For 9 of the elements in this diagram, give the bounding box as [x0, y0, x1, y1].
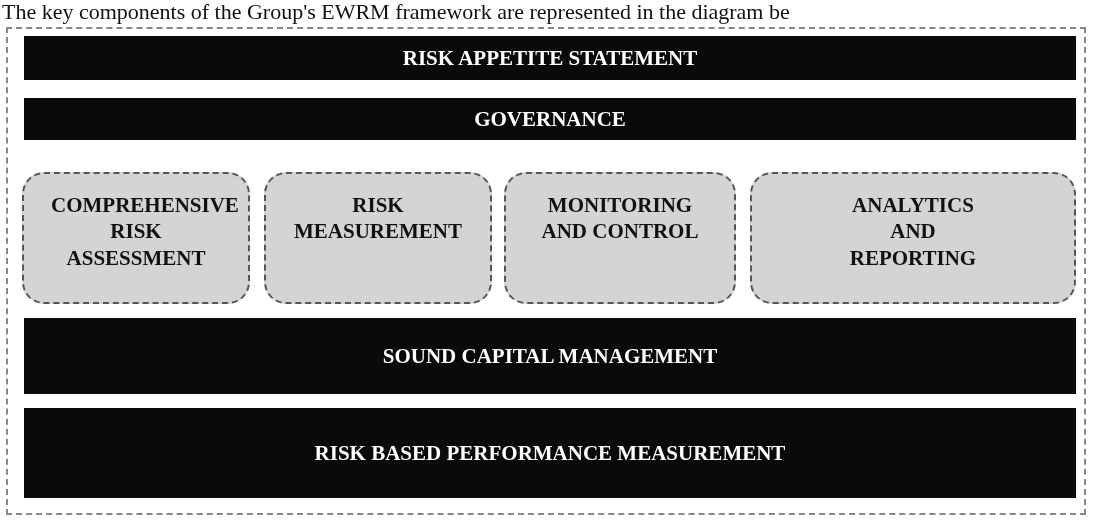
banner-bar: GOVERNANCE: [24, 98, 1076, 140]
component-box: COMPREHENSIVE RISK ASSESSMENT: [22, 172, 250, 304]
component-box: RISK MEASUREMENT: [264, 172, 492, 304]
intro-sentence: The key components of the Group's EWRM framework are represented in the diagram be: [2, 0, 790, 24]
banner-bar: RISK BASED PERFORMANCE MEASUREMENT: [24, 408, 1076, 498]
component-box: ANALYTICS AND REPORTING: [750, 172, 1076, 304]
component-box: MONITORING AND CONTROL: [504, 172, 736, 304]
banner-bar: SOUND CAPITAL MANAGEMENT: [24, 318, 1076, 394]
banner-bar: RISK APPETITE STATEMENT: [24, 36, 1076, 80]
